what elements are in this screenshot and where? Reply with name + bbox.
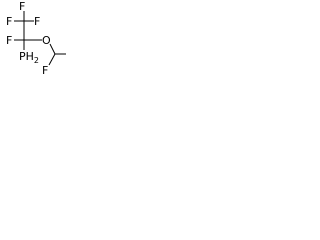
molecule-drawing: F F F F O PH2 F bbox=[6, 0, 66, 77]
bonds bbox=[14, 11, 66, 66]
structure-diagram: F F F F O PH2 F bbox=[0, 0, 77, 88]
atom-f-top-left: F bbox=[19, 0, 25, 13]
atom-f-top-right: F bbox=[34, 15, 40, 28]
bond-ch-f bbox=[48, 53, 56, 66]
phosphine-subscript: 2 bbox=[34, 56, 39, 65]
atom-labels: F F F F O PH2 F bbox=[6, 0, 51, 77]
atom-f-lower-left: F bbox=[6, 34, 12, 47]
atom-phosphine: PH2 bbox=[19, 50, 39, 65]
bond-o-ch bbox=[49, 43, 56, 55]
atom-oxygen: O bbox=[42, 34, 51, 47]
atom-f-mid-left: F bbox=[6, 15, 12, 28]
atom-f-bottom: F bbox=[42, 64, 48, 77]
phosphine-label: PH bbox=[19, 50, 34, 63]
